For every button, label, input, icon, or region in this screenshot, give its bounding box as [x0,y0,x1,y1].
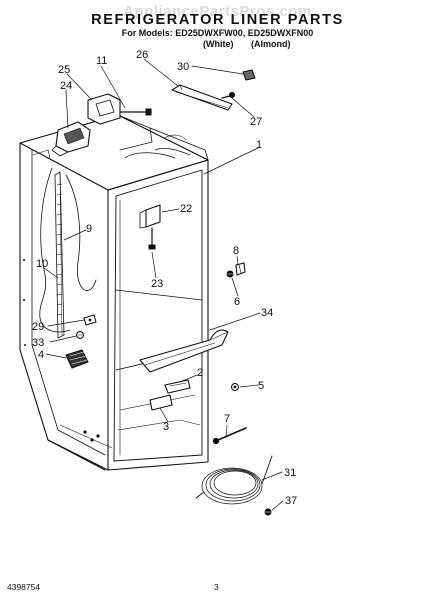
callout-37: 37 [285,495,297,507]
part-37-screw [263,508,272,516]
leader-lines [43,58,284,511]
callout-26: 26 [136,49,148,61]
variant-almond: (Almond) [251,39,291,49]
part-33-bulb [76,331,84,339]
callout-23: 23 [151,278,163,290]
callout-7: 7 [224,413,230,425]
callout-4: 4 [38,349,44,361]
callout-31: 31 [284,467,296,479]
part-34-cover [139,329,229,373]
callout-25: 25 [58,64,70,76]
callout-29: 29 [32,321,44,333]
watermark: AppliancePartsPros.com [123,3,312,20]
callout-labels: 1 2 3 4 5 6 7 8 9 10 11 22 23 24 25 26 2… [32,49,297,507]
page-title: REFRIGERATOR LINER PARTS [91,12,344,28]
part-29-socket [83,314,97,326]
part-24-damper [51,121,91,157]
part-2-bracket [164,379,191,394]
callout-11: 11 [96,55,107,67]
callout-27: 27 [250,116,262,128]
variant-white: (White) [203,39,234,49]
document-number: 4398754 [7,582,41,592]
part-11-screw [119,108,152,116]
part-5-nut [230,382,240,392]
callout-10: 10 [36,258,48,270]
callout-8: 8 [233,245,239,257]
callout-30: 30 [177,61,189,73]
callout-24: 24 [60,80,72,92]
callout-22: 22 [180,203,192,215]
part-27-screw [221,91,236,99]
callout-9: 9 [86,223,92,235]
part-30-clip [242,69,256,81]
part-25-housing [87,93,121,125]
part-31-tubing [195,455,273,505]
part-7-screw [212,427,247,445]
part-23-screw [148,227,156,250]
part-3-hinge [149,394,173,411]
callout-1: 1 [256,139,262,151]
liner-box [19,114,209,471]
models-line: For Models: ED25DWXFW00, ED25DWXFN00 [121,28,314,38]
callout-6: 6 [234,296,240,308]
part-6-screw [225,270,234,278]
part-26-bracket [171,84,233,111]
page-number: 3 [214,582,219,592]
callout-34: 34 [261,307,273,319]
part-8-clip [235,262,246,276]
callout-33: 33 [32,337,44,349]
callout-3: 3 [163,421,169,433]
callout-5: 5 [258,380,264,392]
part-22-bracket [139,204,161,229]
callout-2: 2 [197,367,203,379]
part-4-light-cover [65,349,89,369]
